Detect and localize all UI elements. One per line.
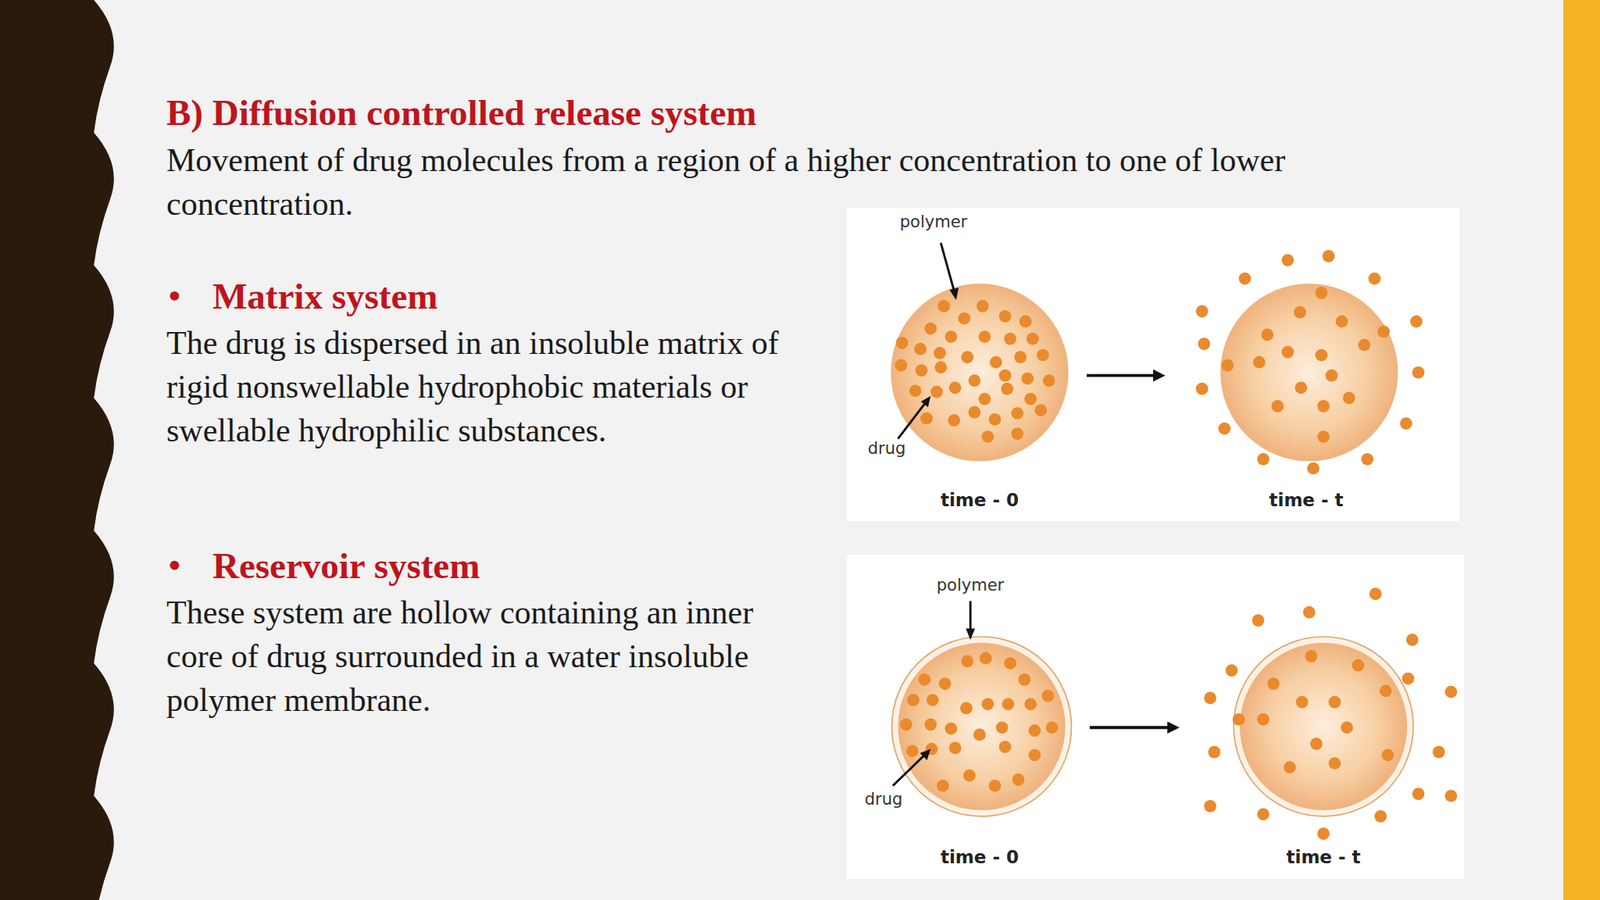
part-label: polymer (936, 575, 1004, 595)
part-label: drug (867, 439, 907, 458)
description-text: These system are hollow containing an in… (166, 590, 792, 722)
time-label: time - t (1286, 846, 1361, 868)
wavy-side-band (0, 0, 115, 900)
section-heading: Matrix system (212, 274, 916, 318)
section-heading: Reservoir system (212, 543, 916, 588)
time-label: time - t (1269, 489, 1344, 511)
part-label: polymer (900, 212, 968, 232)
slide-title: B) Diffusion controlled release system (166, 90, 1495, 135)
bullet (169, 560, 179, 571)
part-label: drug (864, 789, 904, 809)
figure-panel: polymer drug time - 0 time - t (846, 554, 1465, 879)
figure-panel: polymer drug time - 0 time - t (846, 207, 1460, 522)
accent-strip (1563, 0, 1600, 900)
time-label: time - 0 (940, 846, 1019, 868)
time-label: time - 0 (940, 489, 1019, 511)
description-text: The drug is dispersed in an insoluble ma… (166, 321, 792, 453)
bullet (169, 291, 179, 301)
definition-text: Movement of drug molecules from a region… (166, 138, 1464, 226)
